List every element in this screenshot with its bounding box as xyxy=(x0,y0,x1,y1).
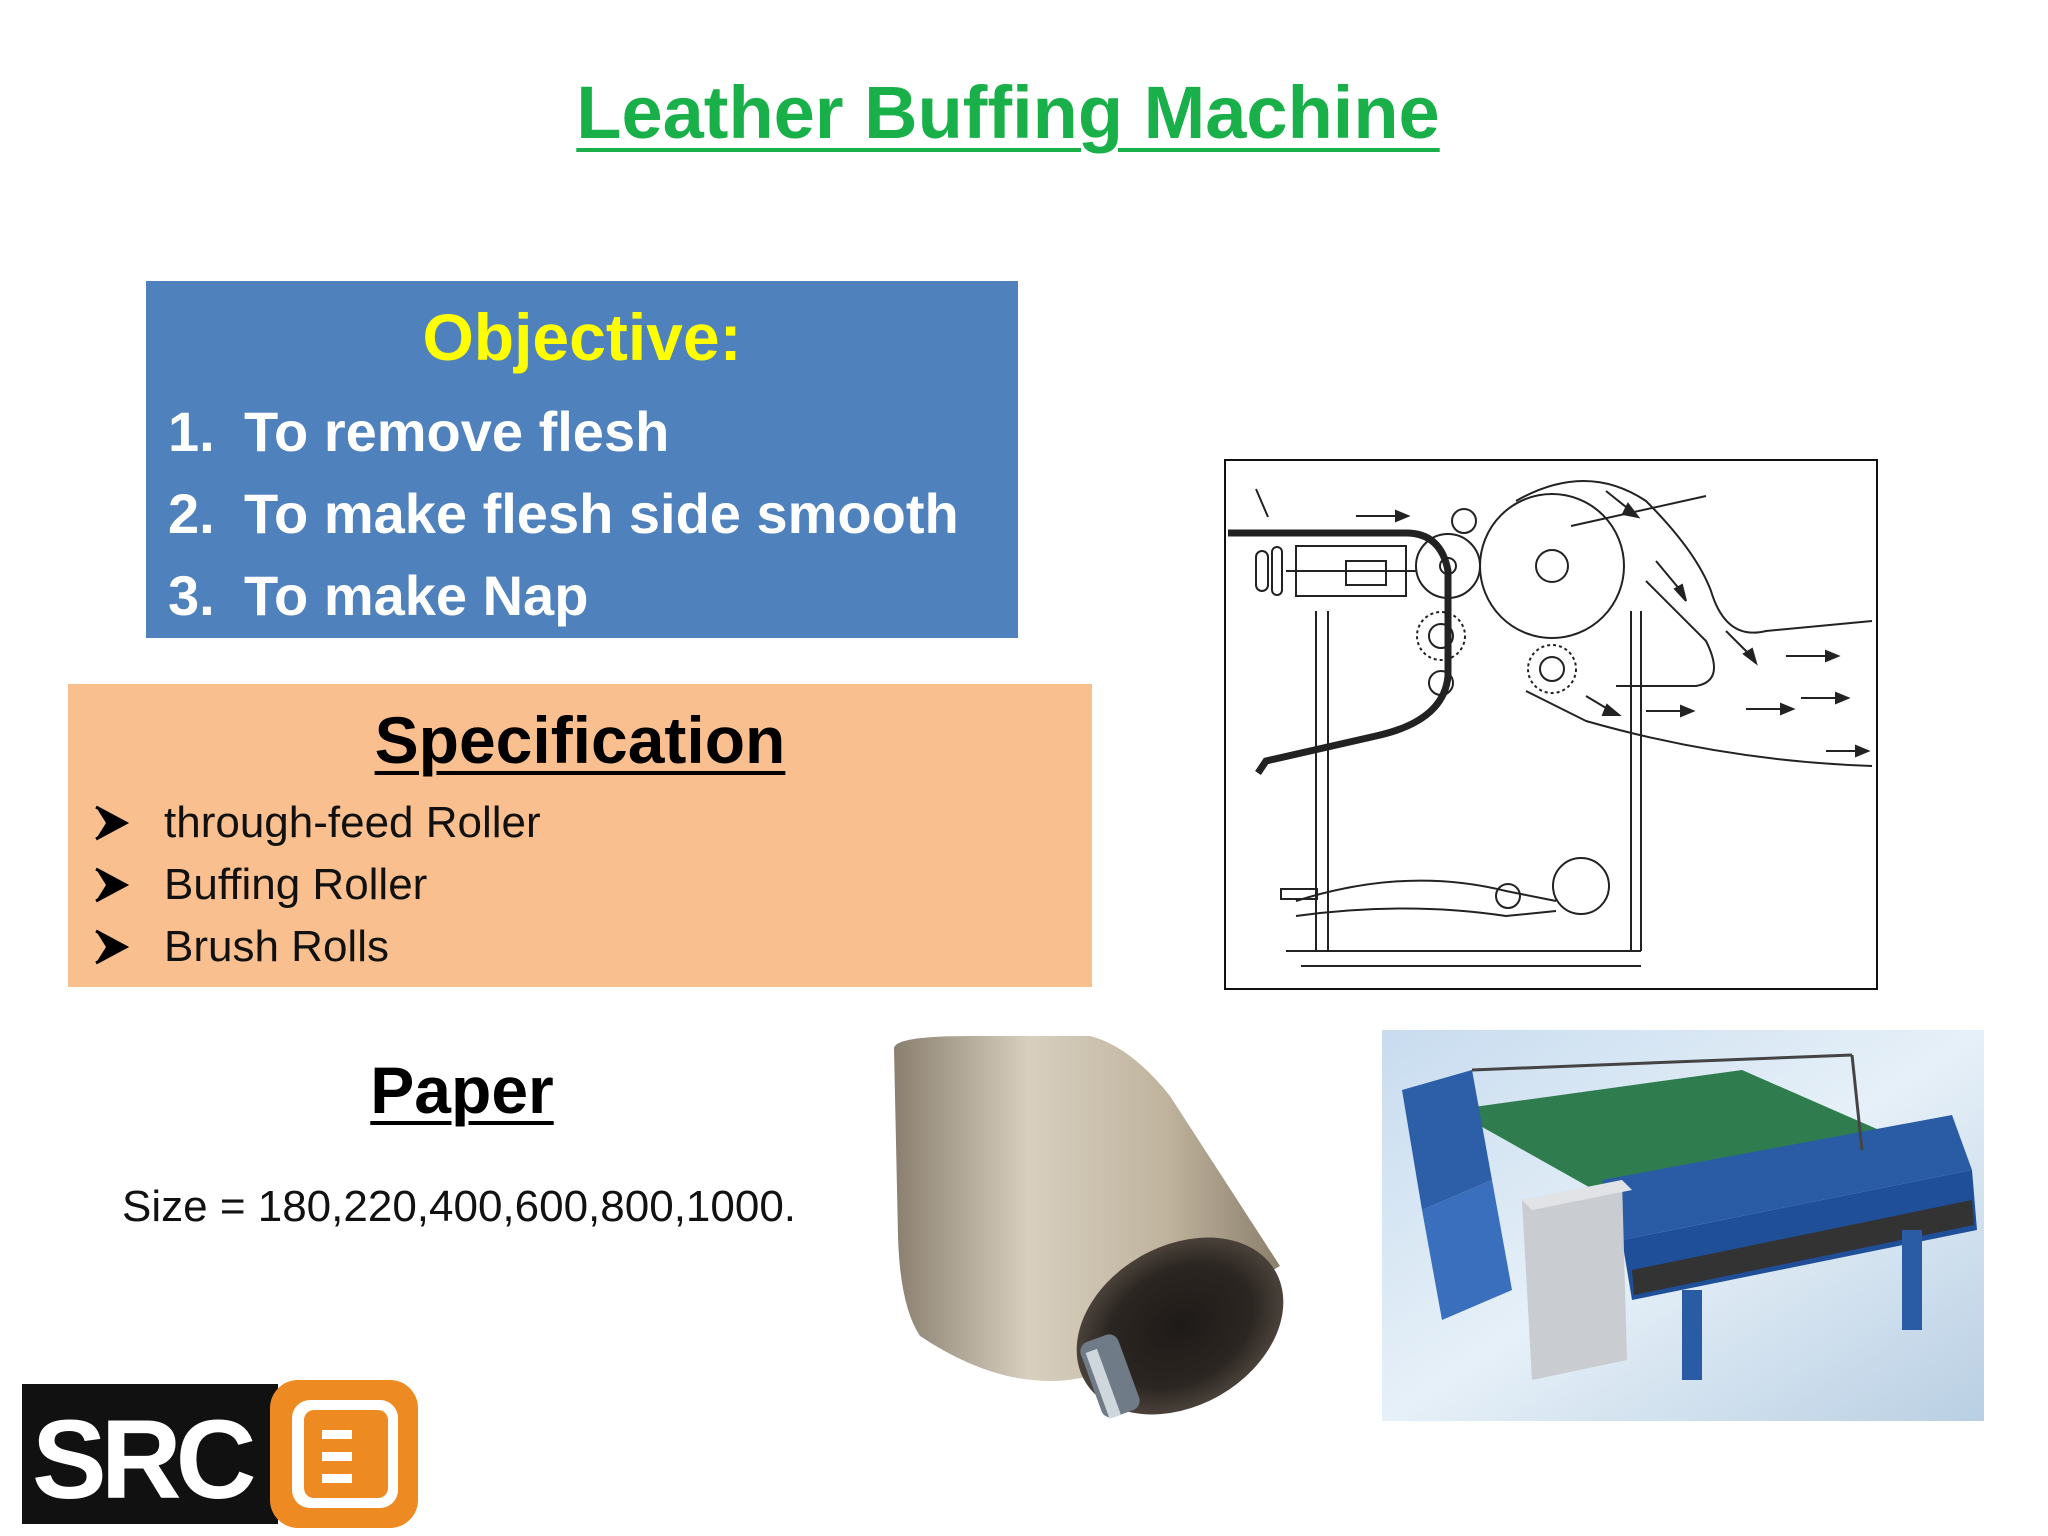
src-logo-text: SRC xyxy=(32,1397,254,1522)
specification-item: Buffing Roller xyxy=(92,854,541,916)
machine-schematic-diagram xyxy=(1224,459,1878,990)
specification-item: through-feed Roller xyxy=(92,792,541,854)
objective-heading: Objective: xyxy=(422,300,742,374)
objective-item-text: To remove flesh xyxy=(244,400,670,463)
arrow-bullet-icon xyxy=(95,805,130,841)
buffing-machine-image xyxy=(1382,1030,1984,1421)
paper-size-text: Size = 180,220,400,600,800,1000. xyxy=(122,1182,797,1231)
arrow-bullet-icon xyxy=(95,929,130,965)
schematic-drawing xyxy=(1228,480,1873,967)
specification-heading: Specification xyxy=(374,703,786,777)
specification-list: through-feed Roller Buffing Roller Brush… xyxy=(92,792,541,978)
buffing-roller-image xyxy=(890,1036,1320,1426)
objective-item: 2. To make flesh side smooth xyxy=(168,473,959,555)
slide-title: Leather Buffing Machine xyxy=(576,71,1440,154)
objective-item-number: 1. xyxy=(168,400,215,463)
objective-item-text: To make Nap xyxy=(244,564,589,627)
objective-item-text: To make flesh side smooth xyxy=(244,482,959,545)
specification-box: Specification through-feed Roller Buffin… xyxy=(68,684,1092,987)
objective-item-number: 2. xyxy=(168,482,215,545)
specification-item-text: through-feed Roller xyxy=(164,798,541,847)
arrow-bullet-icon xyxy=(95,867,130,903)
machine-drawing xyxy=(1382,1030,1984,1421)
paper-heading: Paper xyxy=(370,1053,554,1127)
objective-list: 1. To remove flesh 2. To make flesh side s… xyxy=(168,391,959,637)
specification-item-text: Buffing Roller xyxy=(164,860,428,909)
specification-item-text: Brush Rolls xyxy=(164,922,389,971)
roller-drawing xyxy=(894,1036,1284,1419)
objective-item: 1. To remove flesh xyxy=(168,391,959,473)
src-logo: SRC xyxy=(22,1380,420,1528)
specification-item: Brush Rolls xyxy=(92,916,541,978)
objective-item: 3. To make Nap xyxy=(168,555,959,637)
objective-box: Objective: 1. To remove flesh 2. To make f… xyxy=(146,281,1018,638)
src-logo-icon: SRC xyxy=(22,1380,418,1528)
objective-item-number: 3. xyxy=(168,564,215,627)
